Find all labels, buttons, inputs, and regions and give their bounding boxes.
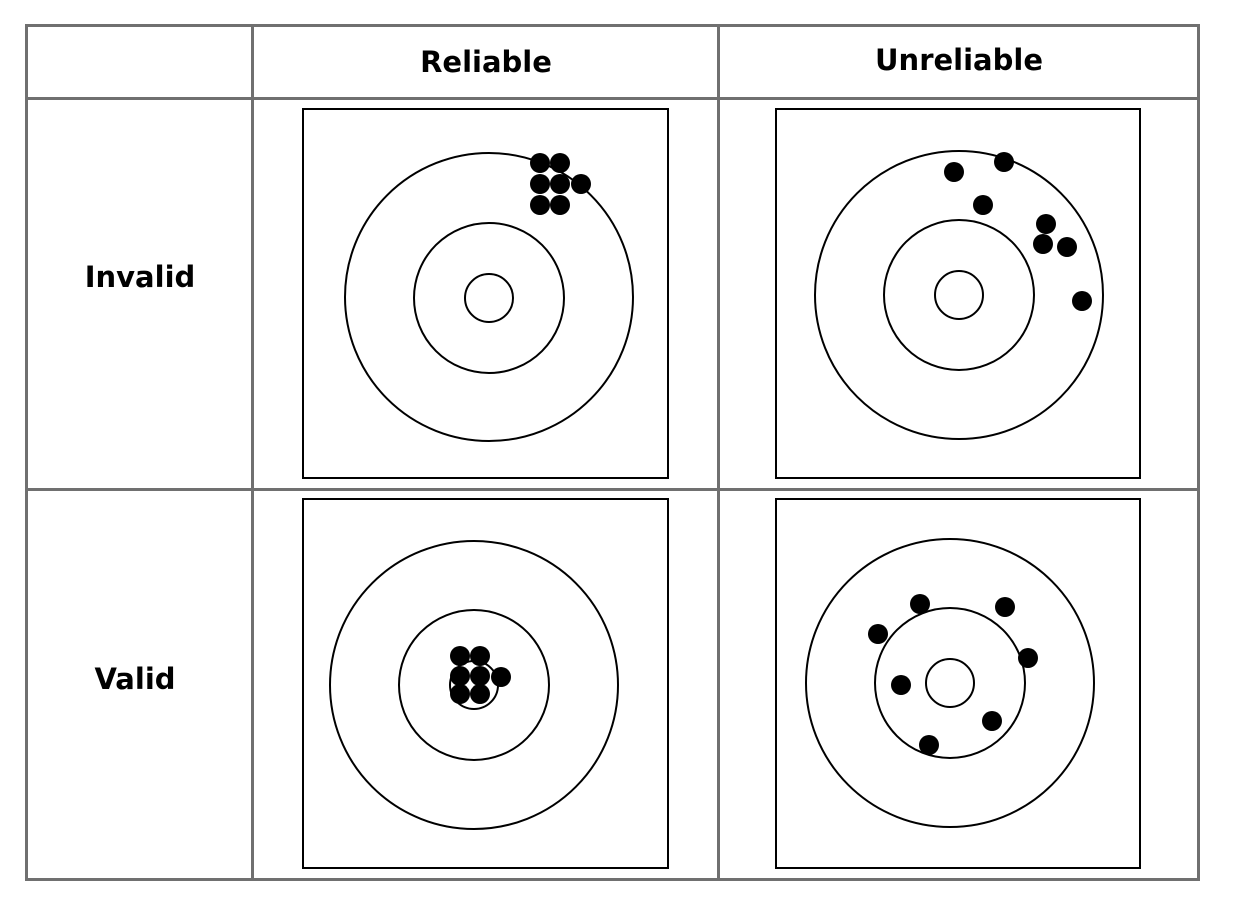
target-frame bbox=[775, 498, 1141, 869]
outer-ring bbox=[814, 150, 1104, 440]
hit bbox=[530, 195, 550, 215]
hit bbox=[450, 646, 470, 666]
hit bbox=[530, 153, 550, 173]
hit bbox=[530, 174, 550, 194]
hit bbox=[1018, 648, 1038, 668]
bullseye bbox=[464, 273, 514, 323]
outer-ring bbox=[344, 152, 634, 442]
hit bbox=[470, 646, 490, 666]
hit bbox=[995, 597, 1015, 617]
hit bbox=[550, 153, 570, 173]
column-header-reliable: Reliable bbox=[420, 45, 552, 79]
hit bbox=[571, 174, 591, 194]
hit bbox=[491, 667, 511, 687]
hit bbox=[919, 735, 939, 755]
hits bbox=[868, 594, 1038, 755]
table-frame bbox=[25, 24, 1200, 881]
hits bbox=[944, 152, 1092, 311]
hit bbox=[450, 684, 470, 704]
hit bbox=[910, 594, 930, 614]
hit bbox=[982, 711, 1002, 731]
hit bbox=[973, 195, 993, 215]
hit bbox=[470, 684, 490, 704]
hit-highlights bbox=[547, 170, 553, 197]
hit bbox=[1033, 234, 1053, 254]
row-header-valid: Valid bbox=[94, 662, 176, 696]
target-frame bbox=[302, 108, 669, 479]
hit bbox=[944, 162, 964, 182]
outer-border bbox=[25, 24, 1200, 881]
target-invalid-unreliable bbox=[775, 108, 1141, 479]
hits bbox=[450, 646, 511, 704]
hit bbox=[550, 195, 570, 215]
hit-highlights bbox=[467, 663, 473, 689]
hit bbox=[891, 675, 911, 695]
middle-ring bbox=[413, 222, 565, 374]
row-header-invalid: Invalid bbox=[84, 260, 196, 294]
column-header-unreliable: Unreliable bbox=[875, 43, 1043, 77]
hit bbox=[450, 666, 470, 686]
middle-ring bbox=[883, 219, 1035, 371]
hit bbox=[470, 666, 490, 686]
bullseye bbox=[934, 270, 984, 320]
bullseye bbox=[925, 658, 975, 708]
middle-ring bbox=[874, 607, 1026, 759]
hit bbox=[1036, 214, 1056, 234]
target-frame bbox=[302, 498, 669, 869]
target-invalid-reliable bbox=[302, 108, 669, 479]
target-valid-reliable bbox=[302, 498, 669, 869]
hit bbox=[1072, 291, 1092, 311]
hit bbox=[868, 624, 888, 644]
hit bbox=[1057, 237, 1077, 257]
outer-ring bbox=[329, 540, 619, 830]
hits bbox=[530, 153, 591, 215]
target-valid-unreliable bbox=[775, 498, 1141, 869]
hit bbox=[994, 152, 1014, 172]
outer-ring bbox=[805, 538, 1095, 828]
middle-ring bbox=[398, 609, 550, 761]
hit bbox=[550, 174, 570, 194]
target-frame bbox=[775, 108, 1141, 479]
